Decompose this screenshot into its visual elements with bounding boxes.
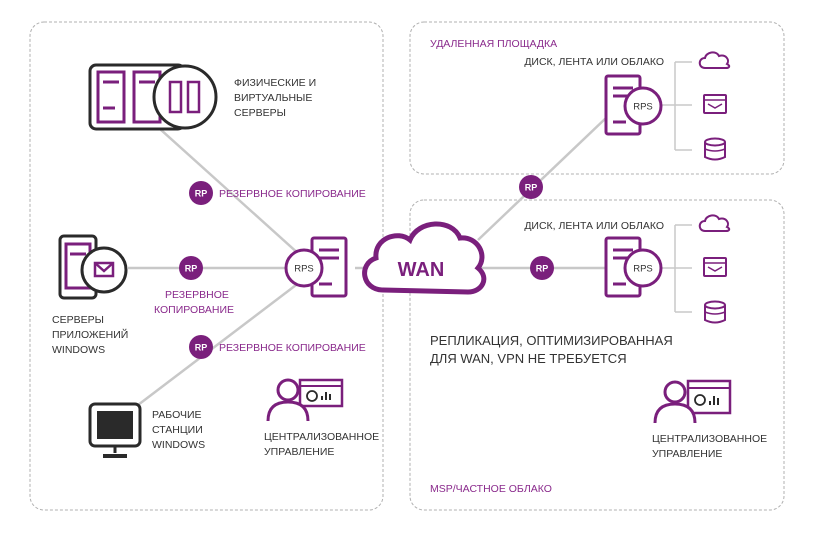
- management-label-msp-1: ЦЕНТРАЛИЗОВАННОЕ: [652, 433, 767, 445]
- svg-text:RPS: RPS: [633, 264, 653, 275]
- local-rps-server-icon: RPS: [284, 236, 348, 298]
- remote-rps-server-icon: RPS: [604, 74, 663, 136]
- rp-badge-remote-link: RP: [519, 175, 543, 199]
- svg-text:RP: RP: [195, 343, 208, 353]
- servers-label-1: ФИЗИЧЕСКИЕ И: [234, 77, 316, 89]
- rp-badge-msp-link: RP: [530, 256, 554, 280]
- tape-icon-remote: [703, 94, 727, 114]
- svg-text:RP: RP: [195, 189, 208, 199]
- svg-text:WAN: WAN: [398, 259, 445, 281]
- workstations-label-1: РАБОЧИЕ: [152, 409, 202, 421]
- cloud-icon-msp: [698, 214, 731, 232]
- backup-label-bottom: РЕЗЕРВНОЕ КОПИРОВАНИЕ: [219, 342, 366, 354]
- connection-lines: [128, 117, 607, 406]
- physical-virtual-servers-icon: [88, 63, 218, 131]
- app-servers-label-1: СЕРВЕРЫ: [52, 314, 104, 326]
- management-label-msp-2: УПРАВЛЕНИЕ: [652, 448, 722, 460]
- svg-text:RP: RP: [536, 264, 549, 274]
- msp-rps-server-icon: RPS: [604, 236, 663, 298]
- app-servers-label-2: ПРИЛОЖЕНИЙ: [52, 328, 128, 341]
- disk-icon-remote: [704, 137, 726, 161]
- rp-badge-app-servers: RP: [179, 256, 203, 280]
- rp-badge-workstations: RP: [189, 335, 213, 359]
- servers-label-3: СЕРВЕРЫ: [234, 107, 286, 119]
- backup-label-top: РЕЗЕРВНОЕ КОПИРОВАНИЕ: [219, 188, 366, 200]
- app-servers-icon: [58, 234, 128, 300]
- central-management-icon-local: [266, 378, 344, 422]
- svg-text:RPS: RPS: [633, 102, 653, 113]
- workstations-label-2: СТАНЦИИ: [152, 424, 203, 436]
- cloud-icon-remote: [698, 51, 731, 69]
- tape-icon-msp: [703, 257, 727, 277]
- servers-label-2: ВИРТУАЛЬНЫЕ: [234, 92, 312, 104]
- workstation-monitor-icon: [88, 402, 142, 458]
- management-label-local-1: ЦЕНТРАЛИЗОВАННОЕ: [264, 431, 379, 443]
- msp-footer-label: MSP/ЧАСТНОЕ ОБЛАКО: [430, 483, 552, 495]
- backup-label-mid-1: РЕЗЕРВНОЕ: [165, 289, 229, 301]
- remote-site-panel: [409, 21, 785, 175]
- msp-cloud-panel: [409, 199, 785, 511]
- replication-text-2: ДЛЯ WAN, VPN НЕ ТРЕБУЕТСЯ: [430, 351, 627, 366]
- workstations-label-3: WINDOWS: [152, 439, 205, 451]
- app-servers-label-3: WINDOWS: [52, 344, 105, 356]
- remote-storage-label: ДИСК, ЛЕНТА ИЛИ ОБЛАКО: [524, 56, 664, 68]
- msp-storage-label: ДИСК, ЛЕНТА ИЛИ ОБЛАКО: [524, 220, 664, 232]
- backup-label-mid-2: КОПИРОВАНИЕ: [154, 304, 234, 316]
- central-management-icon-msp: [653, 379, 732, 424]
- svg-text:RP: RP: [185, 264, 198, 274]
- disk-icon-msp: [704, 300, 726, 324]
- replication-text-1: РЕПЛИКАЦИЯ, ОПТИМИЗИРОВАННАЯ: [430, 333, 673, 348]
- management-label-local-2: УПРАВЛЕНИЕ: [264, 446, 334, 458]
- rp-badge-servers: RP: [189, 181, 213, 205]
- wan-cloud-icon: WAN: [362, 221, 487, 295]
- svg-text:RPS: RPS: [294, 264, 314, 275]
- svg-text:RP: RP: [525, 183, 538, 193]
- remote-site-title: УДАЛЕННАЯ ПЛОЩАДКА: [430, 38, 557, 50]
